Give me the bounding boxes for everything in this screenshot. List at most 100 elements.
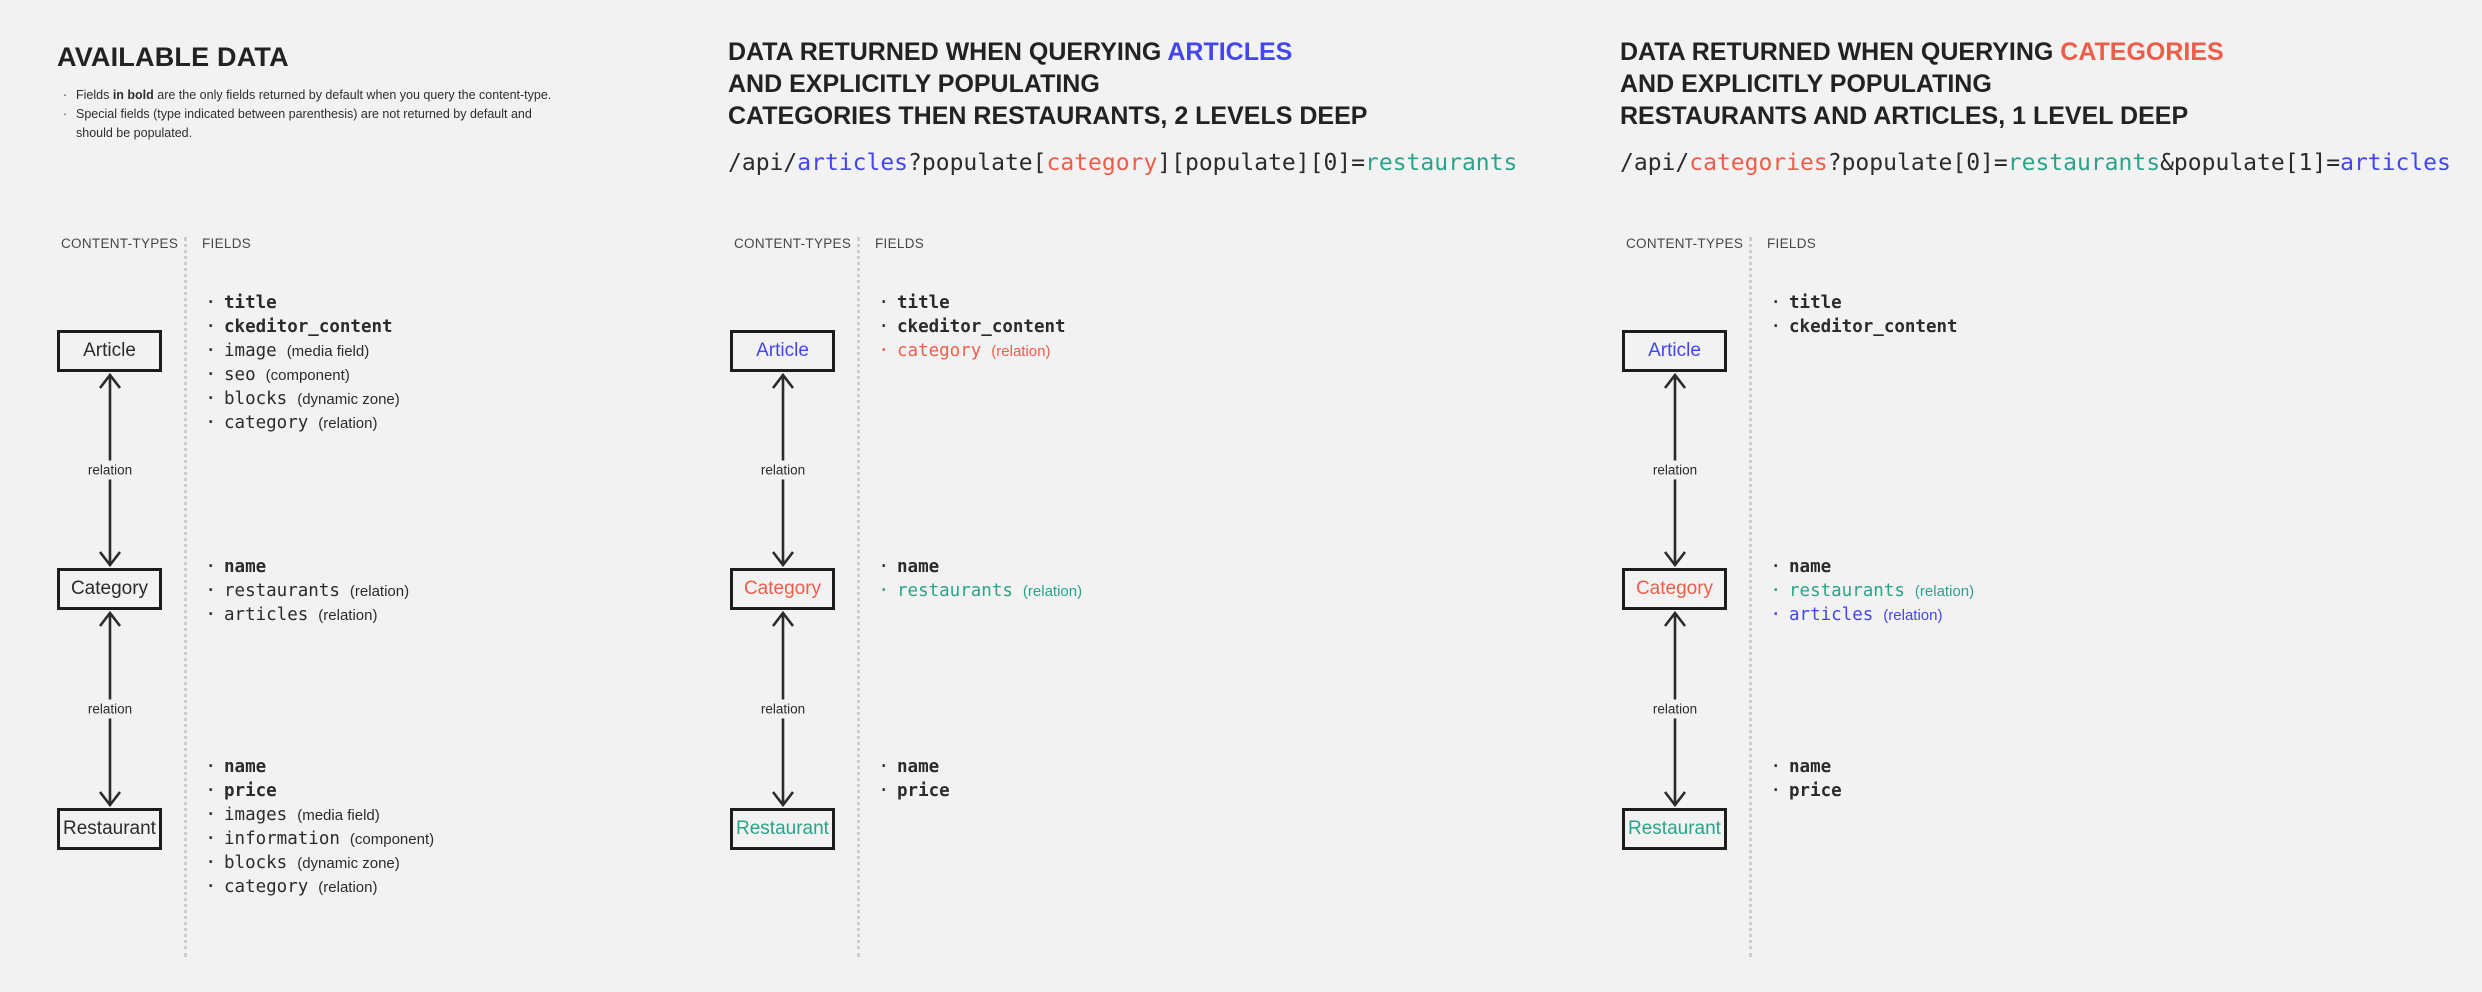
bullet-icon: ·: [205, 339, 217, 361]
field-row: ·title: [878, 291, 1066, 315]
field-name: category: [224, 877, 309, 897]
field-row: ·name: [1770, 555, 1974, 579]
api-query-segment: restaurants: [2007, 150, 2161, 176]
field-type: (media field): [286, 343, 370, 360]
bullet-icon: ·: [205, 387, 217, 409]
field-row: ·images(media field): [205, 803, 434, 827]
field-type: (relation): [349, 583, 410, 600]
bullet-icon: ·: [205, 579, 217, 601]
field-name: price: [224, 781, 277, 801]
bullet-icon: ·: [1770, 755, 1782, 777]
field-type: (dynamic zone): [297, 391, 400, 408]
field-type: (component): [349, 831, 435, 848]
field-row: ·restaurants(relation): [1770, 579, 1974, 603]
note-item: ·Special fields (type indicated between …: [63, 105, 568, 143]
field-row: · ckeditor_content: [205, 315, 400, 339]
field-type: (relation): [1883, 607, 1943, 624]
field-name: ckeditor_content: [897, 317, 1066, 337]
content-type-box-restaurant: Restaurant: [57, 808, 162, 850]
field-row: ·name: [205, 555, 409, 579]
bullet-icon: ·: [878, 291, 890, 313]
field-name: blocks: [224, 853, 288, 873]
heading-line-segment: AND EXPLICITLY POPULATING: [1620, 70, 1992, 98]
api-query-segment: &populate[1]=: [2160, 150, 2341, 176]
api-query-segment: /api/: [1620, 150, 1690, 176]
api-query-segment: restaurants: [1365, 150, 1518, 176]
field-row: ·articles(relation): [205, 603, 409, 627]
page-title: AVAILABLE DATA: [57, 42, 289, 72]
field-row: ·restaurants(relation): [878, 579, 1082, 603]
content-type-box-restaurant: Restaurant: [1622, 808, 1727, 850]
field-name: price: [897, 781, 950, 801]
field-name: ckeditor_content: [1789, 317, 1958, 337]
field-type: (dynamic zone): [297, 855, 400, 872]
relation-label: relation: [83, 699, 137, 719]
bullet-icon: ·: [205, 603, 217, 625]
field-name: category: [224, 413, 309, 433]
field-name: articles: [224, 605, 309, 625]
content-type-label: Category: [1635, 578, 1714, 599]
bullet-icon: ·: [205, 827, 217, 849]
bullet-icon: ·: [205, 363, 217, 385]
field-name: restaurants: [1789, 581, 1905, 601]
field-type: (relation): [318, 415, 378, 432]
fields-list-category: ·name·restaurants(relation)· articles (rel…: [205, 555, 409, 627]
field-type: (media field): [297, 807, 380, 824]
content-type-label: Restaurant: [1628, 818, 1721, 839]
fields-list-category: ·name·restaurants(relation)· articles (rel…: [1770, 555, 1974, 627]
content-type-box-category: Category: [57, 568, 162, 610]
field-row: ·articles(relation): [1770, 603, 1974, 627]
field-row: ·category(relation): [205, 875, 434, 899]
fields-header: FIELDS: [1767, 236, 1817, 251]
bullet-icon: ·: [205, 779, 217, 801]
bullet-icon: ·: [1770, 291, 1782, 313]
field-name: ckeditor_content: [224, 317, 393, 337]
bullet-icon: ·: [205, 755, 217, 777]
field-type: (relation): [991, 343, 1051, 360]
content-type-box-article: Article: [57, 330, 162, 372]
relation-label: relation: [1648, 460, 1702, 480]
bullet-icon: ·: [1770, 779, 1782, 801]
field-name: title: [224, 293, 277, 313]
heading-line-segment: ARTICLES: [1167, 38, 1293, 66]
field-row: ·restaurants(relation): [205, 579, 409, 603]
bullet-icon: ·: [878, 579, 890, 601]
field-row: ·price: [878, 779, 950, 803]
field-name: name: [224, 757, 267, 777]
field-name: articles: [1789, 605, 1874, 625]
api-query: /api/categories?populate[0]=restaurants&…: [1620, 150, 2451, 176]
field-name: image: [224, 341, 277, 361]
bullet-icon: ·: [205, 555, 217, 577]
field-row: ·category(relation): [878, 339, 1066, 363]
content-type-box-category: Category: [730, 568, 835, 610]
api-query: /api/articles?populate[category][populat…: [728, 150, 1517, 176]
note-text: Special fields (type indicated between p…: [76, 105, 568, 143]
bullet-icon: ·: [878, 339, 890, 361]
relation-arrow: relation: [1648, 610, 1702, 808]
bullet-icon: ·: [1770, 555, 1782, 577]
relation-label: relation: [83, 460, 137, 480]
relation-arrow: relation: [756, 610, 810, 808]
field-name: price: [1789, 781, 1842, 801]
heading-line-segment: DATA RETURNED WHEN QUERYING: [1620, 38, 2061, 66]
api-query-segment: category: [1046, 150, 1158, 176]
bullet-icon: ·: [205, 315, 217, 337]
bullet-icon: ·: [63, 88, 68, 102]
relation-label: relation: [756, 460, 810, 480]
fields-header: FIELDS: [202, 236, 252, 251]
field-name: name: [897, 757, 940, 777]
field-row: ·name: [878, 555, 1082, 579]
field-row: ·name: [1770, 755, 1842, 779]
api-query-segment: articles: [797, 150, 909, 176]
field-row: ·name: [878, 755, 950, 779]
content-type-label: Article: [83, 340, 136, 361]
heading-line: AND EXPLICITLY POPULATING: [1620, 68, 2224, 100]
relation-arrow: relation: [756, 372, 810, 568]
field-row: ·title: [1770, 291, 1958, 315]
field-row: · name: [205, 755, 434, 779]
api-query-segment: articles: [2340, 150, 2451, 176]
note-text: Fields in bold are the only fields retur…: [76, 86, 551, 105]
